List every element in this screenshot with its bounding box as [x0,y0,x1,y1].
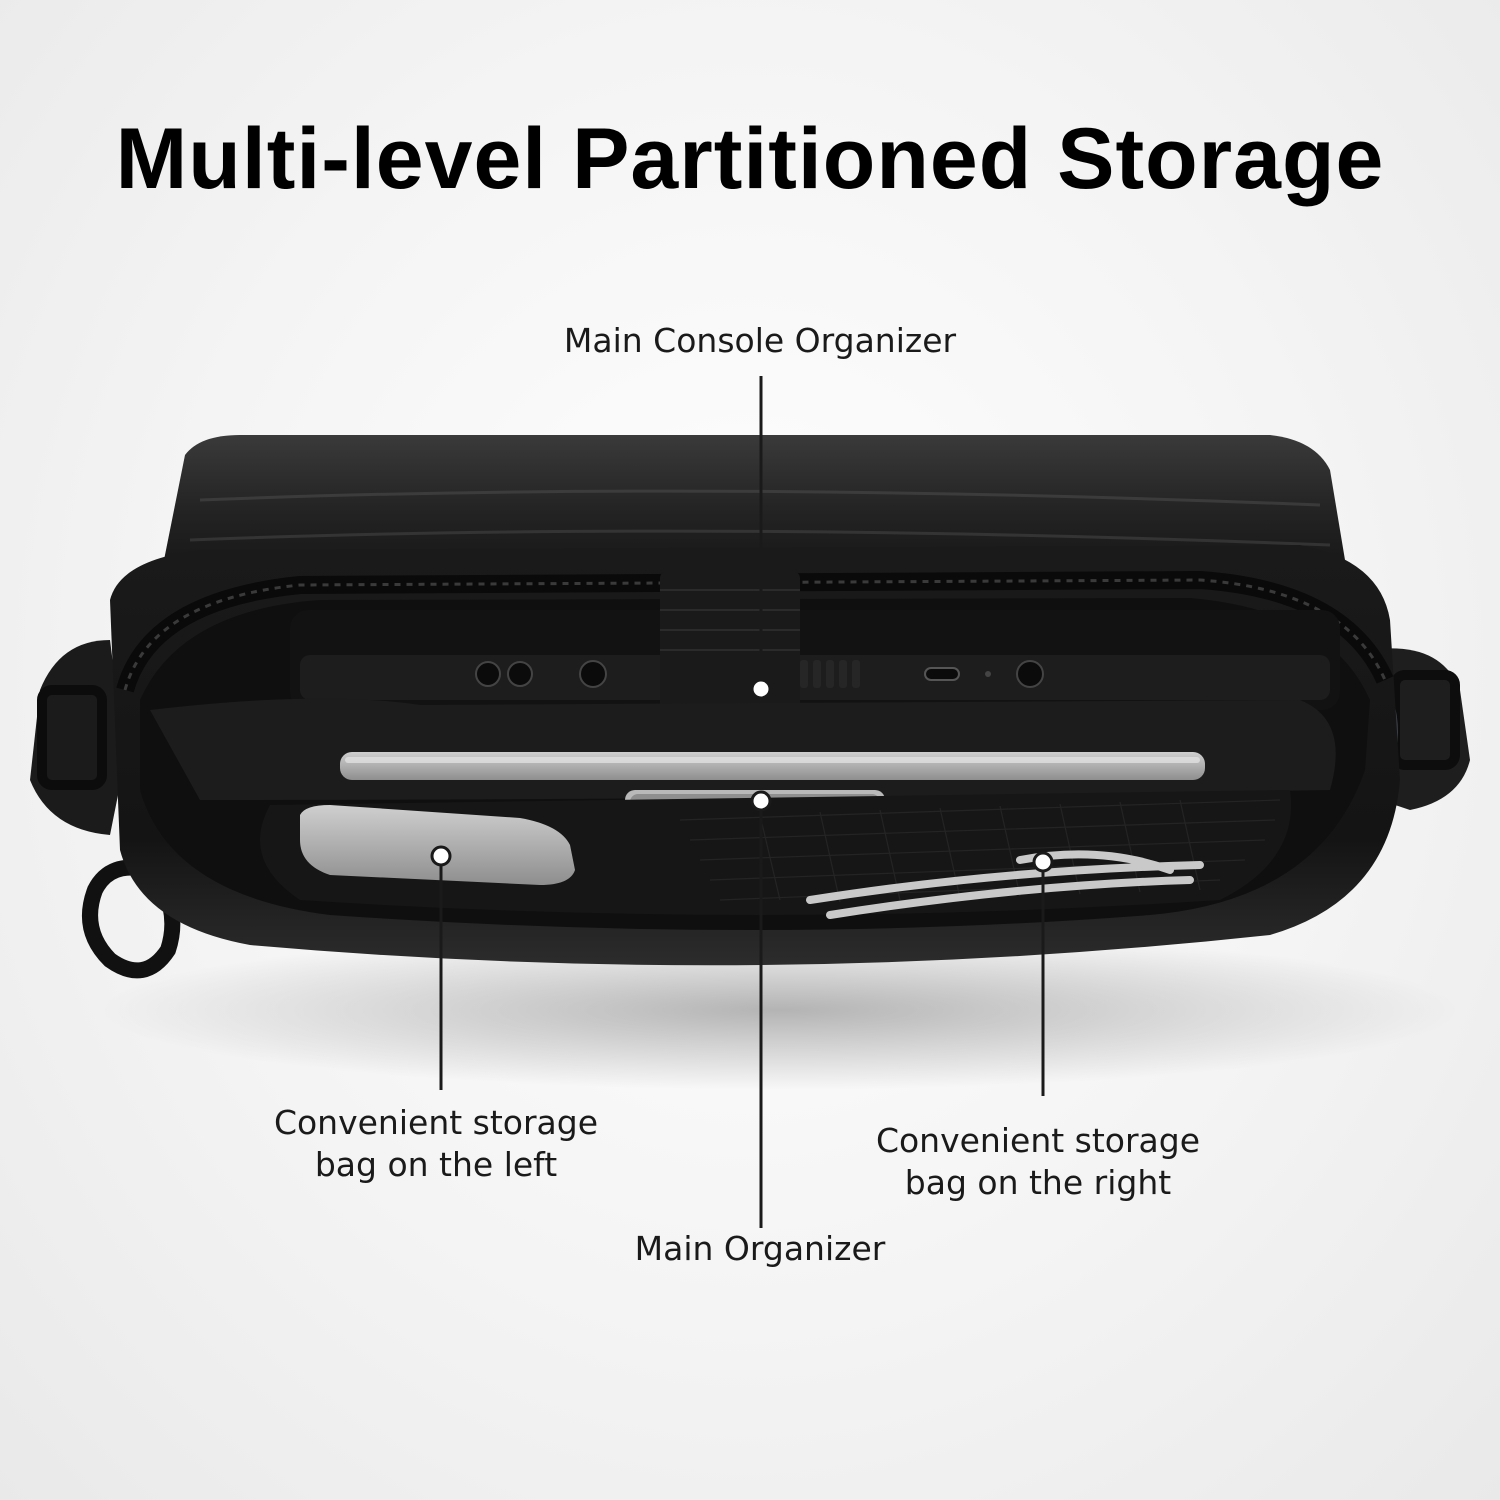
callout-text: Main Console Organizer [563,321,957,360]
dot-right-bag [1032,851,1054,873]
callout-main-organizer: Main Organizer [560,1228,960,1270]
headline: Multi-level Partitioned Storage [115,111,1385,207]
callout-text-line2: bag on the right [904,1163,1172,1202]
callout-text-line1: Convenient storage [875,1121,1201,1160]
console-device [290,610,1340,710]
callout-left-storage-bag: Convenient storage bag on the left [236,1102,636,1186]
callout-text: Main Organizer [634,1229,886,1268]
left-strap-buckle [30,640,125,835]
bag-flap [160,435,1345,580]
padded-divider [150,698,1336,800]
velcro-strap [660,572,800,718]
callout-right-storage-bag: Convenient storage bag on the right [838,1120,1238,1204]
tablet-device [340,752,1205,780]
dot-main-organizer [750,790,772,812]
dot-left-bag [430,845,452,867]
power-bank [300,805,575,885]
callout-main-console-organizer: Main Console Organizer [460,320,1060,362]
callout-text-line1: Convenient storage [273,1103,599,1142]
callout-text-line2: bag on the left [314,1145,558,1184]
dot-main-console [750,678,772,700]
